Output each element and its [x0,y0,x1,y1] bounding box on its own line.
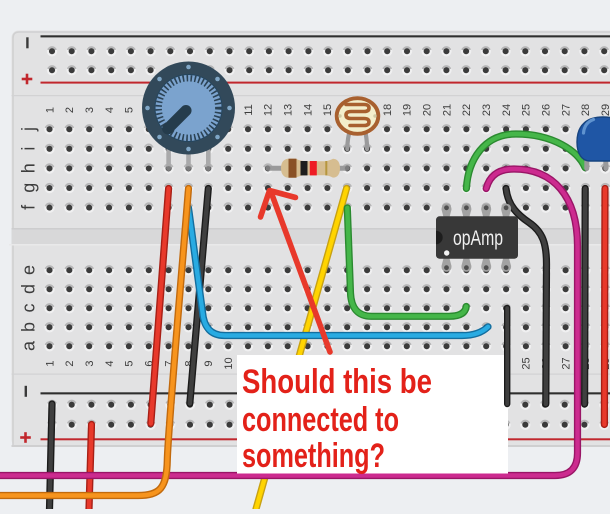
svg-text:Should this be: Should this be [242,363,432,401]
svg-text:22: 22 [461,104,473,116]
svg-text:something?: something? [242,437,385,475]
svg-text:15: 15 [322,104,334,116]
svg-text:4: 4 [104,107,116,113]
svg-text:26: 26 [541,104,553,116]
svg-text:12: 12 [263,104,275,116]
svg-text:27: 27 [560,104,572,116]
svg-text:e: e [19,265,39,275]
svg-text:14: 14 [302,104,314,116]
svg-text:10: 10 [223,357,235,369]
svg-text:a: a [19,340,39,351]
svg-text:g: g [19,183,39,193]
svg-text:2: 2 [64,107,76,113]
svg-text:opAmp: opAmp [453,227,503,250]
svg-text:h: h [19,163,39,173]
svg-text:28: 28 [580,104,592,116]
svg-text:1: 1 [44,360,56,366]
svg-text:9: 9 [203,360,215,366]
svg-text:3: 3 [84,107,96,113]
svg-text:20: 20 [422,104,434,116]
svg-text:23: 23 [481,104,493,116]
svg-text:i: i [19,147,39,151]
svg-text:13: 13 [283,104,295,116]
svg-text:25: 25 [521,104,533,116]
svg-text:11: 11 [243,104,255,115]
svg-text:24: 24 [501,104,513,116]
svg-text:b: b [19,322,39,332]
svg-text:21: 21 [441,104,453,116]
svg-text:j: j [19,127,39,132]
svg-text:1: 1 [44,107,56,113]
svg-text:5: 5 [124,107,136,113]
svg-text:d: d [19,284,39,294]
svg-text:18: 18 [382,104,394,116]
svg-text:25: 25 [521,357,533,369]
svg-text:19: 19 [402,104,414,116]
svg-text:3: 3 [84,360,96,366]
svg-text:c: c [19,304,39,313]
svg-text:29: 29 [600,104,610,116]
svg-text:connected to: connected to [242,401,399,439]
svg-text:2: 2 [64,360,76,366]
svg-text:27: 27 [560,357,572,369]
svg-text:5: 5 [124,360,136,366]
svg-text:4: 4 [104,360,116,366]
